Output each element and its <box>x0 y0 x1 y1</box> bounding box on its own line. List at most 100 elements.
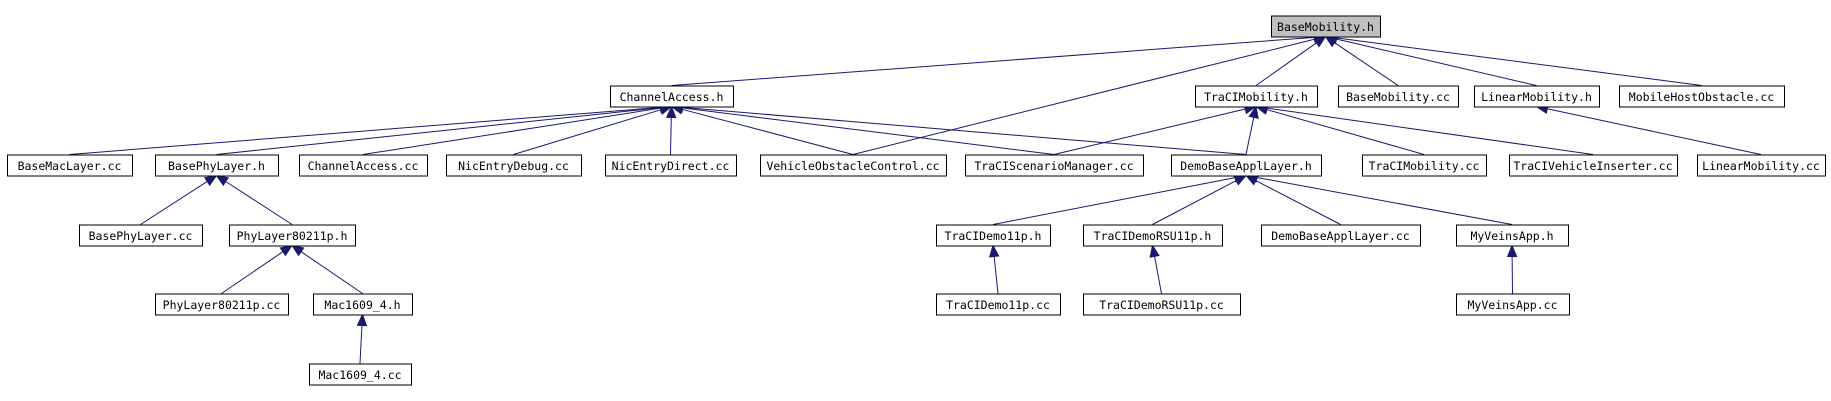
file-node-mho-cc[interactable]: MobileHostObstacle.cc <box>1619 85 1785 108</box>
edge-nedir_cc-to-ca_h <box>666 105 677 155</box>
file-node-ned-cc[interactable]: NicEntryDebug.cc <box>446 154 582 177</box>
file-node-tm-cc[interactable]: TraCIMobility.cc <box>1362 154 1487 177</box>
file-node-mva-cc[interactable]: MyVeinsApp.cc <box>1456 293 1570 316</box>
node-label: TraCIDemo11p.cc <box>946 298 1050 312</box>
edge-line <box>1255 42 1317 86</box>
file-node-mac-cc[interactable]: Mac1609_4.cc <box>309 363 412 386</box>
edge-line <box>670 117 672 155</box>
edge-lm_cc-to-lm_h <box>1535 103 1762 155</box>
node-label: NicEntryDebug.cc <box>458 159 569 173</box>
node-box <box>1271 15 1381 38</box>
arrowhead <box>1248 105 1259 119</box>
file-node-trsu-cc[interactable]: TraCIDemoRSU11p.cc <box>1083 293 1241 316</box>
edge-bpl_cc-to-bpl_h <box>140 174 218 225</box>
edge-td11_h-to-dbal_h <box>992 172 1248 225</box>
node-label: TraCIDemoRSU11p.h <box>1094 229 1212 243</box>
node-label: TraCIVehicleInserter.cc <box>1513 159 1672 173</box>
edge-trsu_cc-to-trsu_h <box>1149 244 1162 294</box>
file-node-tvi-cc[interactable]: TraCIVehicleInserter.cc <box>1509 154 1678 177</box>
node-label: MyVeinsApp.cc <box>1467 298 1557 312</box>
arrowhead <box>988 244 1000 258</box>
file-node-pl-h[interactable]: PhyLayer80211p.h <box>229 224 356 247</box>
node-label: BasePhyLayer.cc <box>89 229 193 243</box>
node-box <box>1509 154 1678 177</box>
edge-pl_h-to-bpl_h <box>215 174 293 225</box>
file-node-mac-h[interactable]: Mac1609_4.h <box>313 293 413 316</box>
edge-line <box>1336 38 1537 86</box>
file-node-dbal-h[interactable]: DemoBaseApplLayer.h <box>1171 154 1322 177</box>
edge-line <box>1154 256 1162 294</box>
edge-line <box>362 107 661 155</box>
edge-line <box>140 181 208 225</box>
arrowhead <box>215 174 230 187</box>
file-node-ca-cc[interactable]: ChannelAccess.cc <box>299 154 428 177</box>
node-box <box>79 224 203 247</box>
node-box <box>229 224 356 247</box>
file-node-lm-h[interactable]: LinearMobility.h <box>1474 85 1600 108</box>
node-box <box>760 154 947 177</box>
edge-line <box>513 109 662 155</box>
node-box <box>1697 154 1826 177</box>
edge-tvi_cc-to-traci_h <box>1254 102 1594 155</box>
file-node-td11-cc[interactable]: TraCIDemo11p.cc <box>936 293 1061 316</box>
file-node-bm-cc[interactable]: BaseMobility.cc <box>1338 85 1459 108</box>
node-box <box>1083 293 1241 316</box>
arrowhead <box>1506 244 1518 258</box>
edge-line <box>300 251 363 294</box>
file-node-mva-h[interactable]: MyVeinsApp.h <box>1456 224 1569 247</box>
file-node-dbal-cc[interactable]: DemoBaseApplLayer.cc <box>1261 224 1421 247</box>
edge-line <box>225 181 293 225</box>
node-box <box>1362 154 1487 177</box>
edge-mva_h-to-dbal_h <box>1244 172 1513 225</box>
file-node-tsm-cc[interactable]: TraCIScenarioManager.cc <box>965 154 1144 177</box>
arrowhead <box>1149 244 1160 258</box>
file-node-pl-cc[interactable]: PhyLayer80211p.cc <box>155 293 289 316</box>
node-label: TraCIDemo11p.h <box>945 229 1042 243</box>
arrowhead <box>666 105 677 119</box>
file-node-traci-h[interactable]: TraCIMobility.h <box>1195 85 1318 108</box>
node-label: TraCIMobility.cc <box>1369 159 1480 173</box>
node-label: TraCIScenarioManager.cc <box>974 159 1133 173</box>
node-box <box>936 293 1061 316</box>
node-box <box>155 293 289 316</box>
node-label: BaseMobility.cc <box>1346 90 1450 104</box>
node-box <box>936 224 1051 247</box>
edge-dbal_h-to-traci_h <box>1245 105 1259 155</box>
node-label: BaseMacLayer.cc <box>18 159 122 173</box>
edge-bpl_h-to-ca_h <box>216 102 673 155</box>
file-node-nedir-cc[interactable]: NicEntryDirect.cc <box>605 154 737 177</box>
node-box <box>605 154 737 177</box>
file-node-td11-h[interactable]: TraCIDemo11p.h <box>936 224 1051 247</box>
file-node-bml-cc[interactable]: BaseMacLayer.cc <box>7 154 133 177</box>
edge-line <box>1255 180 1341 225</box>
node-box <box>1474 85 1600 108</box>
edge-dbal_h-to-ca_h <box>670 102 1247 155</box>
node-label: DemoBaseApplLayer.h <box>1180 159 1312 173</box>
file-node-bpl-h[interactable]: BasePhyLayer.h <box>155 154 279 177</box>
node-label: TraCIMobility.h <box>1204 90 1308 104</box>
node-label: PhyLayer80211p.cc <box>163 298 281 312</box>
node-box <box>965 154 1144 177</box>
file-node-lm-cc[interactable]: LinearMobility.cc <box>1697 154 1826 177</box>
file-node-voc-cc[interactable]: VehicleObstacleControl.cc <box>760 154 947 177</box>
file-node-ca-h[interactable]: ChannelAccess.h <box>610 85 734 108</box>
edge-ned_cc-to-ca_h <box>513 104 673 155</box>
node-label: MobileHostObstacle.cc <box>1629 90 1774 104</box>
arrowhead <box>356 313 368 327</box>
node-box <box>155 154 279 177</box>
file-node-trsu-h[interactable]: TraCIDemoRSU11p.h <box>1083 224 1223 247</box>
node-label: LinearMobility.cc <box>1702 159 1820 173</box>
edge-line <box>1266 107 1594 155</box>
node-box <box>299 154 428 177</box>
node-label: TraCIDemoRSU11p.cc <box>1099 298 1224 312</box>
edge-line <box>1245 117 1255 155</box>
node-label: PhyLayer80211p.h <box>237 229 348 243</box>
file-node-root[interactable]: BaseMobility.h <box>1271 15 1381 38</box>
file-node-bpl-cc[interactable]: BasePhyLayer.cc <box>79 224 203 247</box>
node-box <box>7 154 133 177</box>
node-label: VehicleObstacleControl.cc <box>766 159 939 173</box>
edge-line <box>992 177 1236 225</box>
edge-line <box>1152 180 1237 225</box>
edge-traci_h-to-root <box>1255 35 1327 86</box>
edge-ca_h-to-root <box>671 32 1327 86</box>
